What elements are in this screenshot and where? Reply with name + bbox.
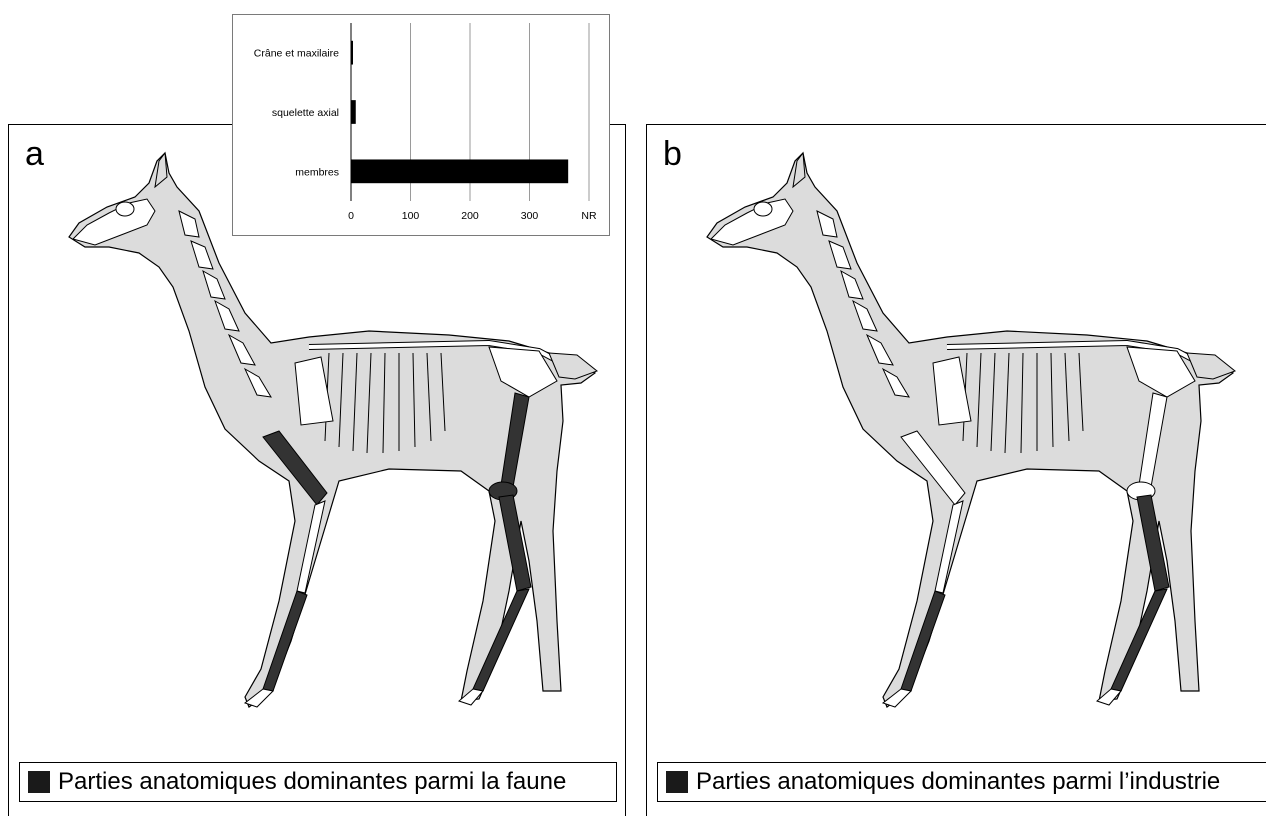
tick-label: 300 — [521, 210, 539, 222]
category-label: squelette axial — [272, 107, 339, 119]
legend-text: Parties anatomiques dominantes parmi l’i… — [696, 768, 1220, 796]
panel-industrie: b — [646, 124, 1266, 816]
llama-skeleton-illustration-industrie — [647, 125, 1266, 817]
tick-label: 100 — [402, 210, 420, 222]
legend-swatch — [28, 771, 50, 793]
legend: Parties anatomiques dominantes parmi la … — [19, 762, 617, 802]
tick-label: 200 — [461, 210, 479, 222]
legend-text: Parties anatomiques dominantes parmi la … — [58, 768, 566, 796]
legend: Parties anatomiques dominantes parmi l’i… — [657, 762, 1266, 802]
bar — [351, 41, 353, 65]
nr-bar-chart: Crâne et maxilaire squelette axial membres… — [232, 14, 610, 236]
x-axis-unit-label: NR — [581, 210, 597, 222]
bar — [351, 100, 356, 124]
tick-label: 0 — [348, 210, 354, 222]
category-label: membres — [295, 166, 339, 178]
bar-chart-svg: Crâne et maxilaire squelette axial membres… — [233, 15, 609, 235]
eye-orbit — [754, 202, 772, 216]
category-label: Crâne et maxilaire — [254, 48, 339, 60]
eye-orbit — [116, 202, 134, 216]
legend-swatch — [666, 771, 688, 793]
bar — [351, 159, 568, 183]
